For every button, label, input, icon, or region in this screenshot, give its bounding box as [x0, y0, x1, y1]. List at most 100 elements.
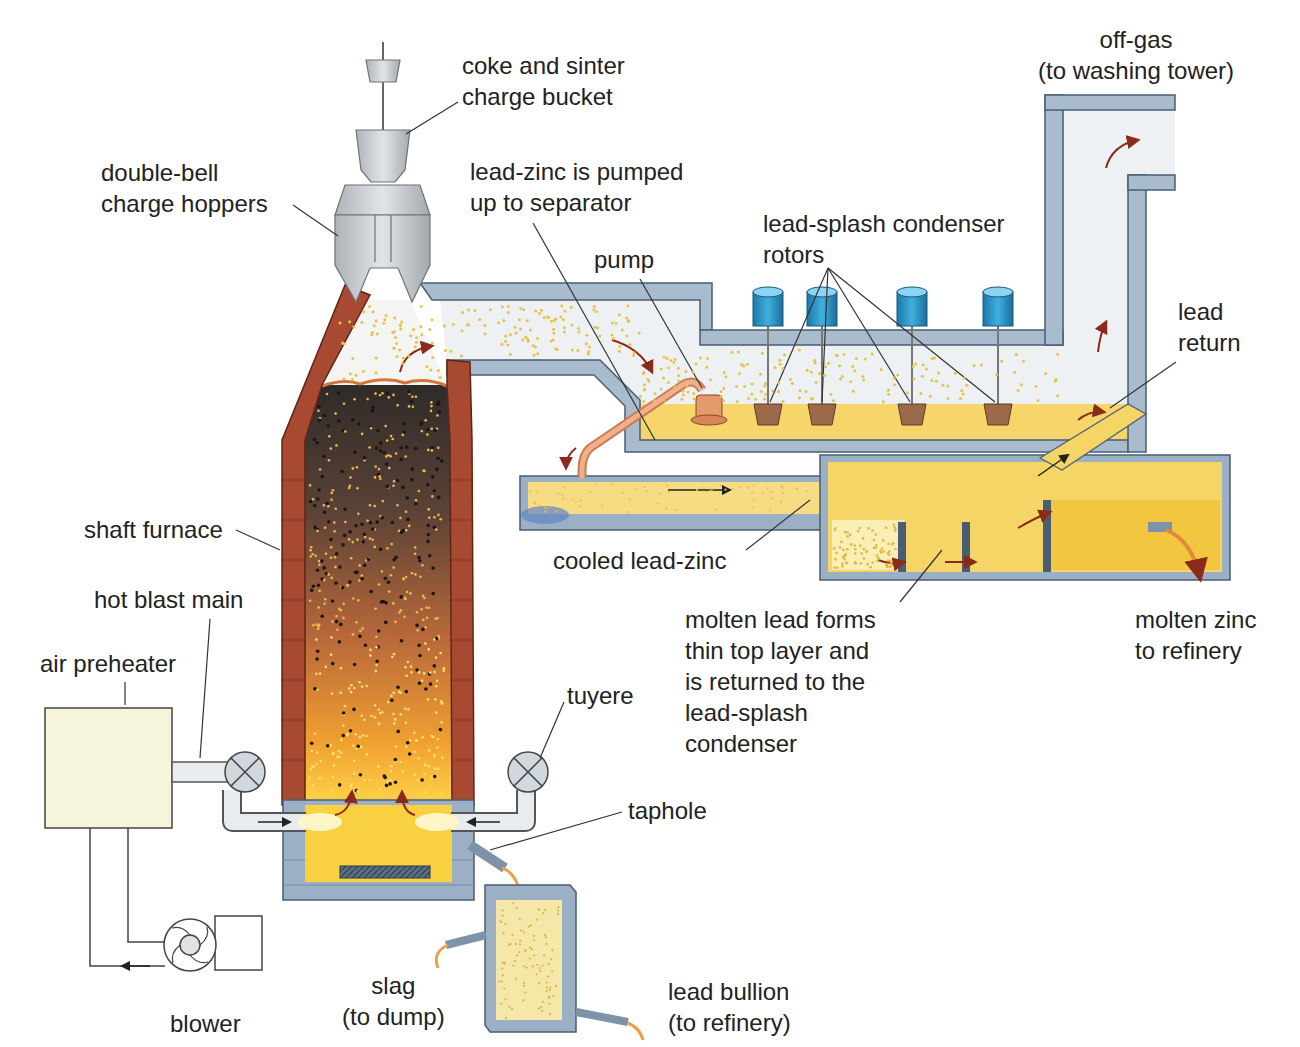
particle-dot — [887, 552, 890, 555]
illustration-part — [90, 828, 165, 966]
particle-dot — [782, 400, 785, 403]
particle-dot — [412, 405, 415, 408]
particle-dot — [421, 430, 424, 433]
particle-dot — [563, 326, 566, 329]
particle-dot — [732, 488, 734, 490]
particle-dot — [324, 526, 327, 529]
particle-dot — [738, 372, 741, 375]
particle-dot — [672, 361, 675, 364]
particle-dot — [777, 390, 780, 393]
particle-dot — [410, 400, 414, 404]
illustration-part — [898, 522, 906, 572]
particle-dot — [404, 666, 407, 669]
particle-dot — [309, 600, 312, 603]
particle-dot — [433, 775, 437, 779]
particle-dot — [422, 595, 425, 598]
particle-dot — [739, 486, 741, 488]
illustration-part — [508, 752, 548, 792]
particle-dot — [405, 576, 408, 579]
particle-dot — [317, 410, 320, 413]
particle-dot — [346, 734, 349, 737]
illustration-part — [305, 385, 452, 805]
particle-dot — [550, 958, 552, 960]
particle-dot — [393, 316, 396, 319]
particle-dot — [352, 633, 355, 636]
particle-dot — [695, 363, 698, 366]
particle-dot — [330, 653, 333, 656]
particle-dot — [431, 495, 434, 498]
particle-dot — [533, 354, 536, 357]
particle-dot — [332, 752, 335, 755]
particle-dot — [382, 500, 385, 503]
illustration-part — [215, 916, 262, 970]
illustration-part — [124, 682, 125, 705]
particle-dot — [546, 990, 548, 992]
particle-dot — [379, 394, 383, 398]
particle-dot — [392, 566, 395, 569]
particle-dot — [534, 310, 537, 313]
particle-dot — [838, 364, 841, 367]
particle-dot — [887, 559, 890, 562]
illustration-part — [485, 885, 576, 1032]
particle-dot — [336, 628, 339, 631]
particle-dot — [313, 504, 317, 508]
particle-dot — [409, 739, 412, 742]
particle-dot — [879, 550, 882, 553]
particle-dot — [336, 756, 339, 759]
particle-dot — [483, 324, 486, 327]
particle-dot — [643, 389, 646, 392]
particle-dot — [585, 342, 588, 345]
particle-dot — [1035, 385, 1038, 388]
particle-dot — [356, 790, 359, 793]
illustration-part — [335, 185, 430, 215]
particle-dot — [418, 671, 421, 674]
particle-dot — [420, 778, 424, 782]
particle-dot — [460, 355, 463, 358]
particle-dot — [400, 639, 404, 643]
particle-dot — [529, 946, 531, 948]
particle-dot — [435, 685, 438, 688]
particle-dot — [322, 455, 326, 459]
particle-dot — [342, 602, 345, 605]
particle-dot — [830, 393, 833, 396]
particle-dot — [429, 682, 433, 686]
particle-dot — [362, 540, 366, 544]
particle-dot — [533, 935, 535, 937]
particle-dot — [349, 373, 352, 376]
particle-dot — [375, 371, 378, 374]
particle-dot — [375, 356, 378, 359]
particle-dot — [466, 323, 469, 326]
particle-dot — [869, 566, 872, 569]
illustration-part — [533, 223, 655, 440]
particle-dot — [885, 564, 888, 567]
illustration-part — [898, 404, 926, 425]
particle-dot — [505, 998, 507, 1000]
particle-dot — [421, 564, 424, 567]
particle-dot — [552, 339, 555, 342]
particle-dot — [415, 395, 418, 398]
particle-dot — [311, 553, 314, 556]
particle-dot — [352, 597, 355, 600]
particle-dot — [946, 397, 949, 400]
particle-dot — [356, 487, 359, 490]
particle-dot — [634, 488, 636, 490]
particle-dot — [378, 475, 381, 478]
particle-dot — [777, 381, 780, 384]
particle-dot — [662, 377, 665, 380]
particle-dot — [442, 670, 445, 673]
particle-dot — [693, 397, 696, 400]
particle-dot — [334, 412, 337, 415]
particle-dot — [507, 305, 510, 308]
particle-dot — [429, 369, 432, 372]
particle-dot — [1044, 372, 1047, 375]
particle-dot — [310, 588, 314, 592]
particle-dot — [851, 365, 854, 368]
particle-dot — [515, 331, 518, 334]
particle-dot — [342, 734, 346, 738]
particle-dot — [387, 581, 391, 585]
particle-dot — [399, 713, 402, 716]
particle-dot — [540, 1006, 542, 1008]
particle-dot — [654, 392, 657, 395]
particle-dot — [860, 552, 863, 555]
particle-dot — [317, 405, 321, 409]
